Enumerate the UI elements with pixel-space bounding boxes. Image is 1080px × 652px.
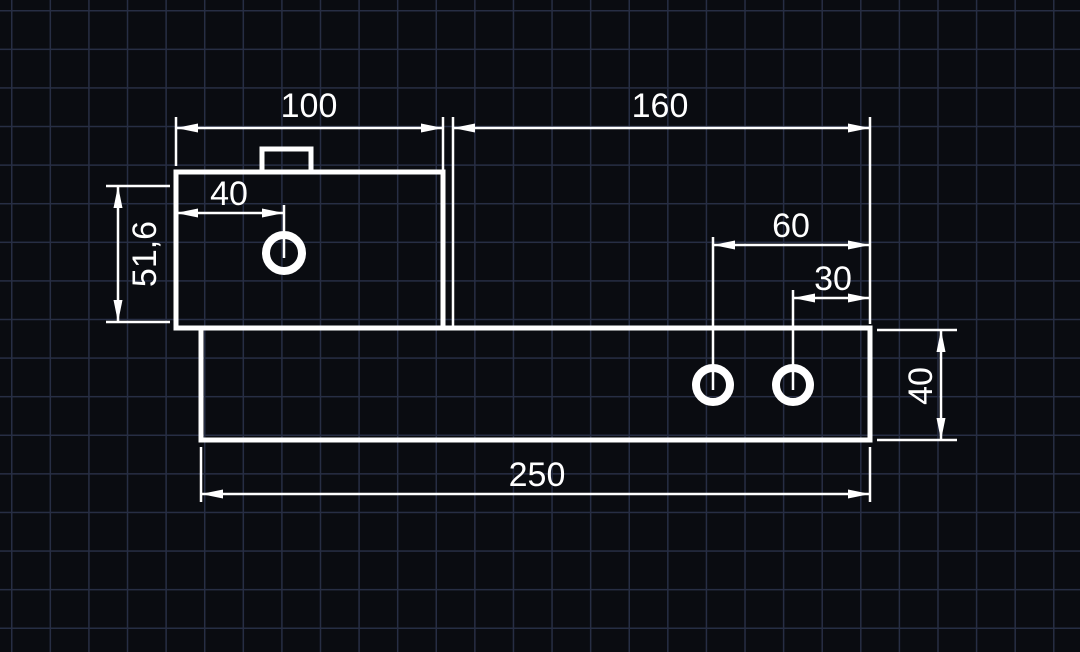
arrowhead-left [176,208,198,218]
dim-label: 51,6 [126,221,164,287]
dim-label: 60 [772,207,810,245]
dim-hole-spacing-inner[interactable]: 30 [791,260,870,390]
dim-hole-offset[interactable]: 40 [176,175,286,258]
dim-overall-length[interactable]: 250 [199,447,872,502]
arrowhead-left [793,293,815,303]
arrowhead-bottom [113,300,123,322]
top-tab-outline [259,146,314,172]
arrowhead-bottom [936,418,946,440]
arrowhead-left [453,123,475,133]
dim-lower-height[interactable]: 40 [877,328,957,442]
dim-upper-width[interactable]: 100 [174,87,445,170]
dim-label: 100 [281,87,338,125]
arrowhead-right [848,123,870,133]
arrowhead-left [713,240,735,250]
dim-step-width[interactable]: 160 [451,87,872,330]
dim-upper-height[interactable]: 51,6 [106,184,170,324]
arrowhead-top [936,330,946,352]
arrowhead-left [201,489,223,499]
dim-label: 250 [509,456,566,494]
arrowhead-right [421,123,443,133]
arrowhead-right [848,489,870,499]
dim-hole-spacing-outer[interactable]: 60 [711,207,870,390]
arrowhead-left [176,123,198,133]
dim-label: 30 [814,260,852,298]
dim-label: 40 [210,175,248,213]
dim-label: 40 [902,367,940,405]
part-geometry[interactable] [173,146,873,443]
dim-label: 160 [632,87,689,125]
arrowhead-right [848,240,870,250]
arrowhead-top [113,186,123,208]
arrowhead-right [262,208,284,218]
lower-body-outline [198,325,873,443]
arrowhead-right [848,293,870,303]
